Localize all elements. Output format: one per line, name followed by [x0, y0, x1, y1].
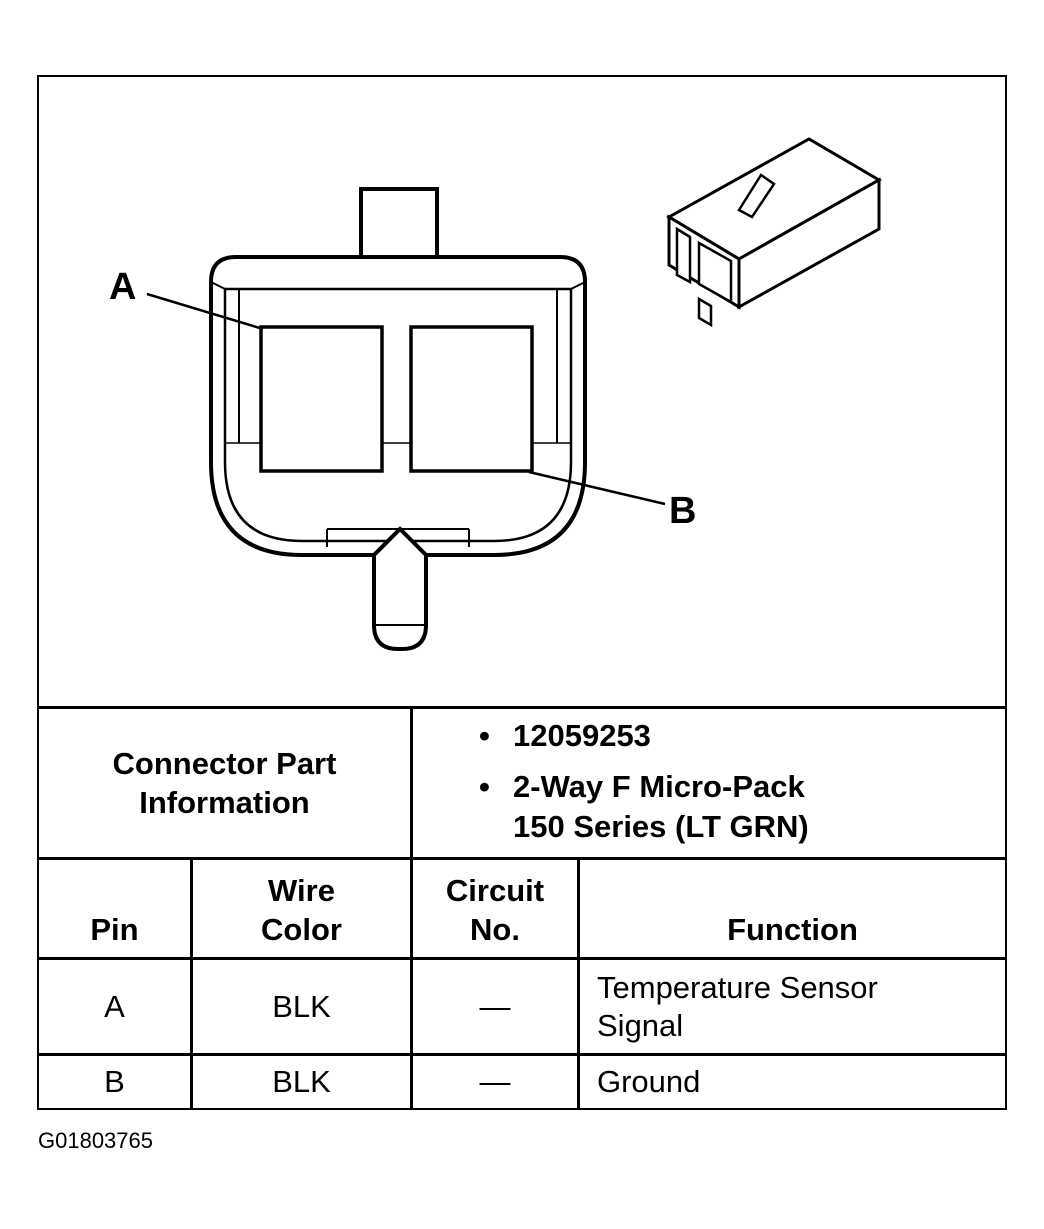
connector-info-label-line1: Connector Part: [112, 746, 337, 781]
table-row-a-circuit: —: [479, 988, 511, 1024]
connector-type: 2-Way F Micro-Pack: [513, 769, 805, 804]
connector-info-label-line2: Information: [139, 785, 310, 820]
list-item: • 2-Way F Micro-Pack: [479, 767, 809, 807]
connector-isometric-view: [666, 137, 883, 328]
table-row-a-function: Temperature Sensor Signal: [597, 960, 997, 1053]
connector-info-list: • 12059253 • 2-Way F Micro-Pack 150 Seri…: [479, 716, 809, 847]
connector-body-inner: [223, 287, 573, 543]
connector-table: Connector Part Information • 12059253 • …: [39, 706, 1005, 1108]
table-row-a-function-line1: Temperature Sensor: [597, 969, 878, 1005]
connector-top-latch: [359, 187, 439, 264]
diagram-frame: A B Connector: [37, 75, 1007, 1110]
table-row-a-wire-color: BLK: [272, 988, 331, 1024]
bullet-icon: •: [479, 718, 490, 753]
table-row-a-function-line2: Signal: [597, 1007, 684, 1043]
connector-drawing: A B: [39, 77, 1005, 707]
header-circuit-line2: No.: [470, 912, 520, 947]
header-pin: Pin: [90, 912, 139, 947]
header-wire-color: Wire Color: [193, 860, 410, 957]
figure-id: G01803765: [38, 1128, 153, 1153]
callout-b-leader: [528, 470, 666, 506]
header-circuit: Circuit No.: [413, 860, 577, 957]
table-row-b-wire-color: BLK: [272, 1064, 331, 1099]
header-wire-color-line2: Color: [261, 912, 342, 947]
pin-a-cavity: [259, 325, 384, 473]
callout-a-leader: [146, 292, 264, 331]
part-number: 12059253: [513, 718, 651, 753]
connector-info-label: Connector Part Information: [39, 709, 410, 857]
table-row-b-pin: B: [104, 1064, 125, 1099]
callout-b-label: B: [669, 490, 696, 532]
table-row-b-function: Ground: [597, 1064, 701, 1099]
table-row-b-circuit: —: [479, 1064, 511, 1099]
callout-a-label: A: [109, 266, 136, 308]
connector-series: 150 Series (LT GRN): [513, 809, 809, 844]
header-wire-color-line1: Wire: [268, 873, 335, 908]
bullet-icon: •: [479, 769, 490, 804]
list-item: • 12059253: [479, 716, 809, 756]
header-function: Function: [727, 912, 858, 947]
list-item: 150 Series (LT GRN): [479, 807, 809, 847]
connector-bottom-key: [372, 526, 428, 651]
pin-b-cavity: [409, 325, 534, 473]
table-row-a-pin: A: [104, 988, 125, 1024]
header-circuit-line1: Circuit: [445, 873, 545, 908]
